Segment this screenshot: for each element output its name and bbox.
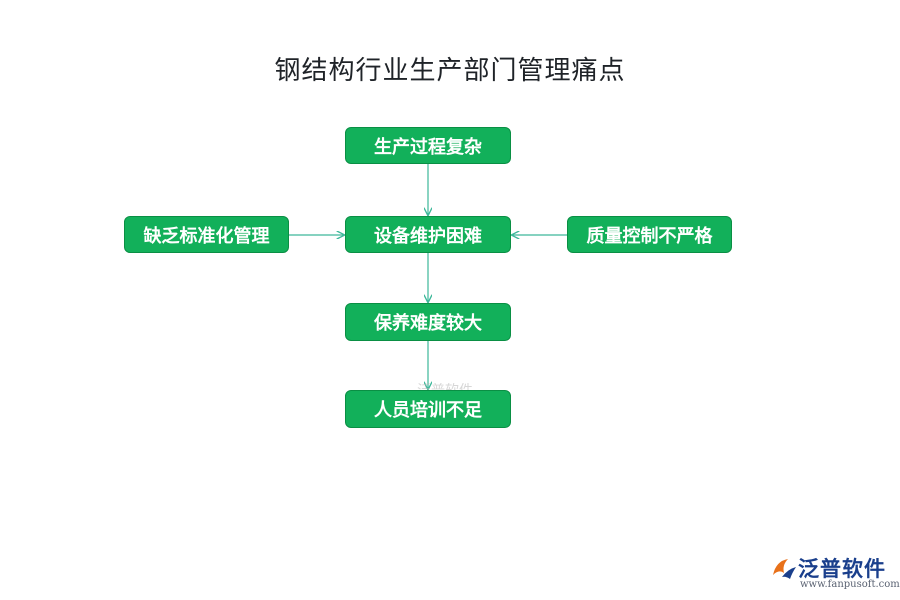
page-title: 钢结构行业生产部门管理痛点: [274, 56, 626, 86]
node-production-process: 生产过程复杂: [345, 127, 511, 164]
node-equipment-maintenance: 设备维护困难: [345, 216, 511, 253]
node-staff-training: 人员培训不足: [345, 390, 511, 428]
brand-logo: 泛普软件 www.fanpusoft.com: [770, 553, 900, 593]
logo-name: 泛普软件: [798, 557, 886, 581]
node-quality-control: 质量控制不严格: [567, 216, 732, 253]
logo-mark-icon: [773, 559, 796, 579]
node-maintenance-difficulty: 保养难度较大: [345, 303, 511, 341]
node-lack-standardization: 缺乏标准化管理: [124, 216, 289, 253]
logo-url: www.fanpusoft.com: [800, 579, 900, 590]
